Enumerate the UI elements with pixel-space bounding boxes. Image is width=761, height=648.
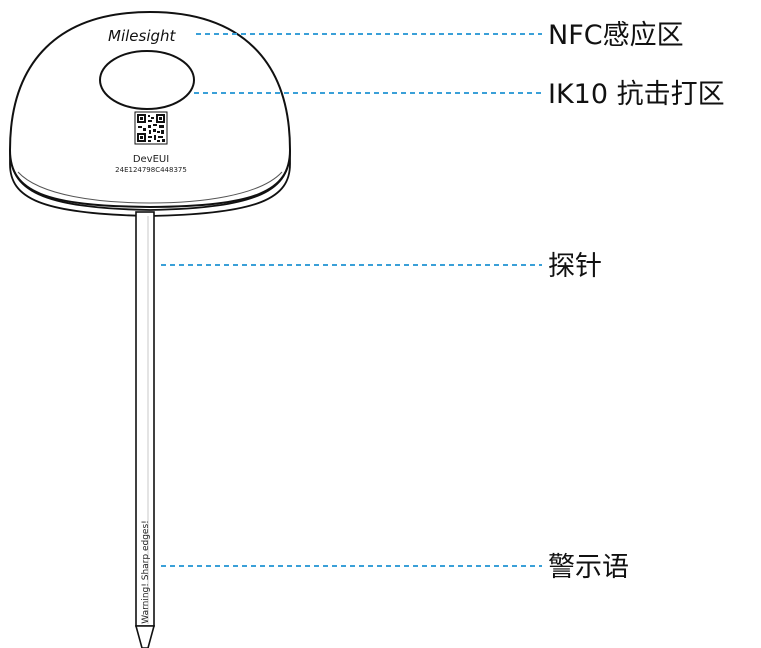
warning-label: 警示语 [548, 552, 629, 583]
device-head: Milesight [8, 10, 292, 217]
head-base-rim [9, 149, 291, 217]
dev-eui-value: 24E124798C448375 [115, 166, 187, 174]
brand-logo: Milesight [108, 27, 177, 45]
probe-tip [134, 625, 156, 648]
warning-text: Warning! Sharp edges! [141, 520, 151, 623]
qr-caption: DevEUI [133, 154, 169, 165]
nfc-zone-label: NFC感应区 [548, 20, 684, 51]
ik10-impact-zone [99, 50, 195, 110]
ik10-zone-label: IK10 抗击打区 [548, 79, 725, 110]
probe: Warning! Sharp edges! [134, 211, 156, 648]
qr-code [134, 111, 168, 145]
probe-label: 探针 [548, 251, 602, 282]
leader-lines [161, 33, 542, 567]
callout-labels: NFC感应区 IK10 抗击打区 探针 警示语 [548, 20, 725, 583]
head-dome-shadow [17, 171, 283, 204]
